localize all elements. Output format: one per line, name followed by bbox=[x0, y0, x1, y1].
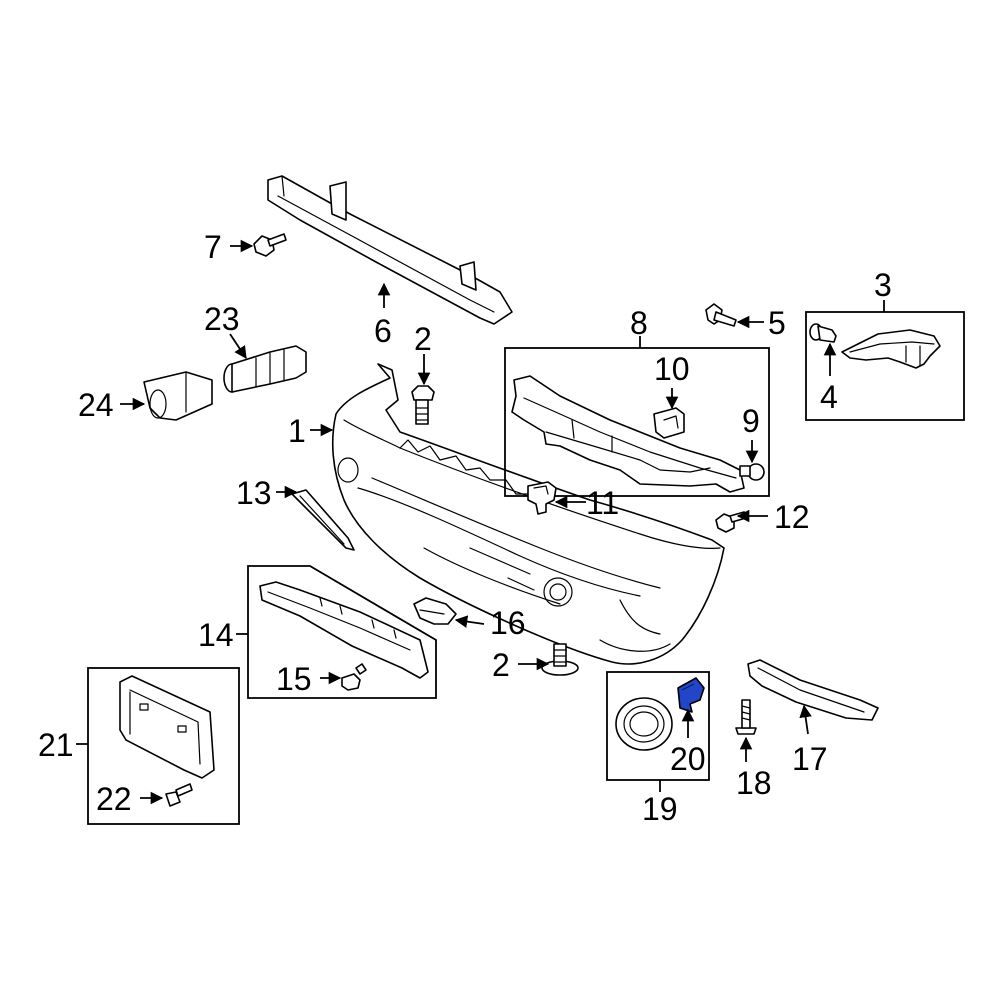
callout-12: 12 bbox=[774, 499, 810, 535]
callout-24: 24 bbox=[78, 387, 114, 423]
leader-lines bbox=[76, 239, 885, 805]
reinforcement-beam[interactable] bbox=[267, 175, 513, 325]
callout-22: 22 bbox=[96, 781, 132, 817]
push-pin-4[interactable] bbox=[809, 323, 837, 343]
callout-21: 21 bbox=[38, 727, 74, 763]
fog-lamp-bezel[interactable] bbox=[615, 697, 673, 751]
clip-16[interactable] bbox=[413, 597, 457, 625]
callout-17: 17 bbox=[792, 741, 828, 777]
clip-10[interactable] bbox=[653, 407, 685, 439]
callout-16: 16 bbox=[490, 605, 526, 641]
molding-13[interactable] bbox=[291, 489, 355, 551]
clip-11[interactable] bbox=[527, 481, 557, 515]
callout-2-lower: 2 bbox=[492, 647, 510, 683]
side-bracket[interactable] bbox=[841, 329, 941, 369]
assembly-box-21 bbox=[87, 667, 240, 825]
bumper-trim-17[interactable] bbox=[747, 659, 879, 721]
bolt-5[interactable] bbox=[705, 303, 737, 327]
callout-13: 13 bbox=[236, 475, 272, 511]
assembly-box-19 bbox=[606, 671, 710, 781]
bolt-2-upper[interactable] bbox=[411, 385, 435, 425]
callout-14: 14 bbox=[198, 617, 234, 653]
assembly-box-8 bbox=[504, 347, 770, 497]
callout-9: 9 bbox=[742, 403, 760, 439]
nut-9[interactable] bbox=[739, 463, 765, 481]
callout-1: 1 bbox=[288, 413, 306, 449]
callout-18: 18 bbox=[736, 765, 772, 801]
callout-23: 23 bbox=[204, 301, 240, 337]
callout-6: 6 bbox=[374, 313, 392, 349]
callout-7: 7 bbox=[204, 229, 222, 265]
bolt-2-lower[interactable] bbox=[541, 643, 579, 676]
bumper-cover[interactable] bbox=[331, 363, 725, 665]
callout-11: 11 bbox=[586, 485, 619, 521]
callout-labels: 7 6 2 23 24 1 13 11 12 8 10 9 5 3 4 14 1… bbox=[38, 229, 892, 827]
license-plate-bracket[interactable] bbox=[119, 675, 215, 779]
callout-3: 3 bbox=[874, 267, 892, 303]
highlighted-bracket-20[interactable] bbox=[677, 677, 705, 713]
callout-20: 20 bbox=[670, 741, 706, 777]
callout-19: 19 bbox=[642, 791, 678, 827]
bolt-7[interactable] bbox=[253, 233, 287, 257]
screw-18[interactable] bbox=[735, 699, 757, 735]
assembly-box-14 bbox=[247, 565, 437, 699]
sensor-bezel-24[interactable] bbox=[143, 371, 213, 421]
callout-15: 15 bbox=[276, 661, 312, 697]
grille-strip[interactable] bbox=[259, 581, 429, 679]
assembly-box-3 bbox=[805, 311, 965, 421]
parking-sensor-23[interactable] bbox=[223, 345, 307, 393]
callout-8: 8 bbox=[630, 305, 648, 341]
callout-4: 4 bbox=[820, 379, 838, 415]
bolt-12[interactable] bbox=[715, 511, 747, 533]
callout-2-upper: 2 bbox=[414, 321, 432, 357]
screw-22[interactable] bbox=[165, 783, 193, 807]
push-clip-15[interactable] bbox=[341, 663, 367, 691]
callout-5: 5 bbox=[768, 305, 786, 341]
callout-10: 10 bbox=[654, 351, 690, 387]
mounting-bracket[interactable] bbox=[511, 375, 745, 493]
